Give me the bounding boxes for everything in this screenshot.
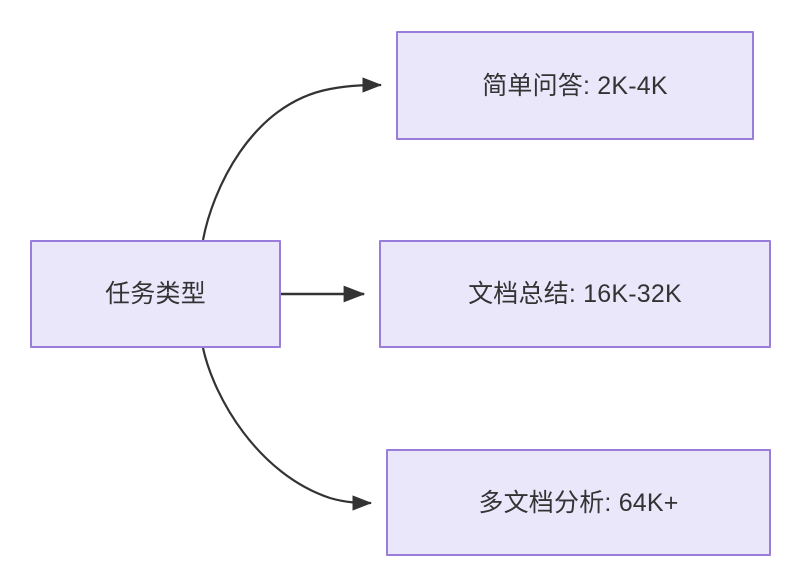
node-doc-summary-label: 文档总结: 16K-32K <box>468 280 682 308</box>
edge-task-type-to-simple-qa <box>201 77 383 241</box>
node-task-type[interactable]: 任务类型 <box>30 240 281 348</box>
node-multi-doc-analysis[interactable]: 多文档分析: 64K+ <box>386 449 771 556</box>
node-simple-qa-label: 简单问答: 2K-4K <box>482 71 668 100</box>
node-simple-qa[interactable]: 简单问答: 2K-4K <box>396 31 754 140</box>
node-doc-summary[interactable]: 文档总结: 16K-32K <box>379 240 771 348</box>
node-multi-doc-analysis-label: 多文档分析: 64K+ <box>478 488 679 517</box>
node-task-type-label: 任务类型 <box>105 280 206 308</box>
edge-task-type-to-multi-doc-analysis <box>201 347 373 511</box>
